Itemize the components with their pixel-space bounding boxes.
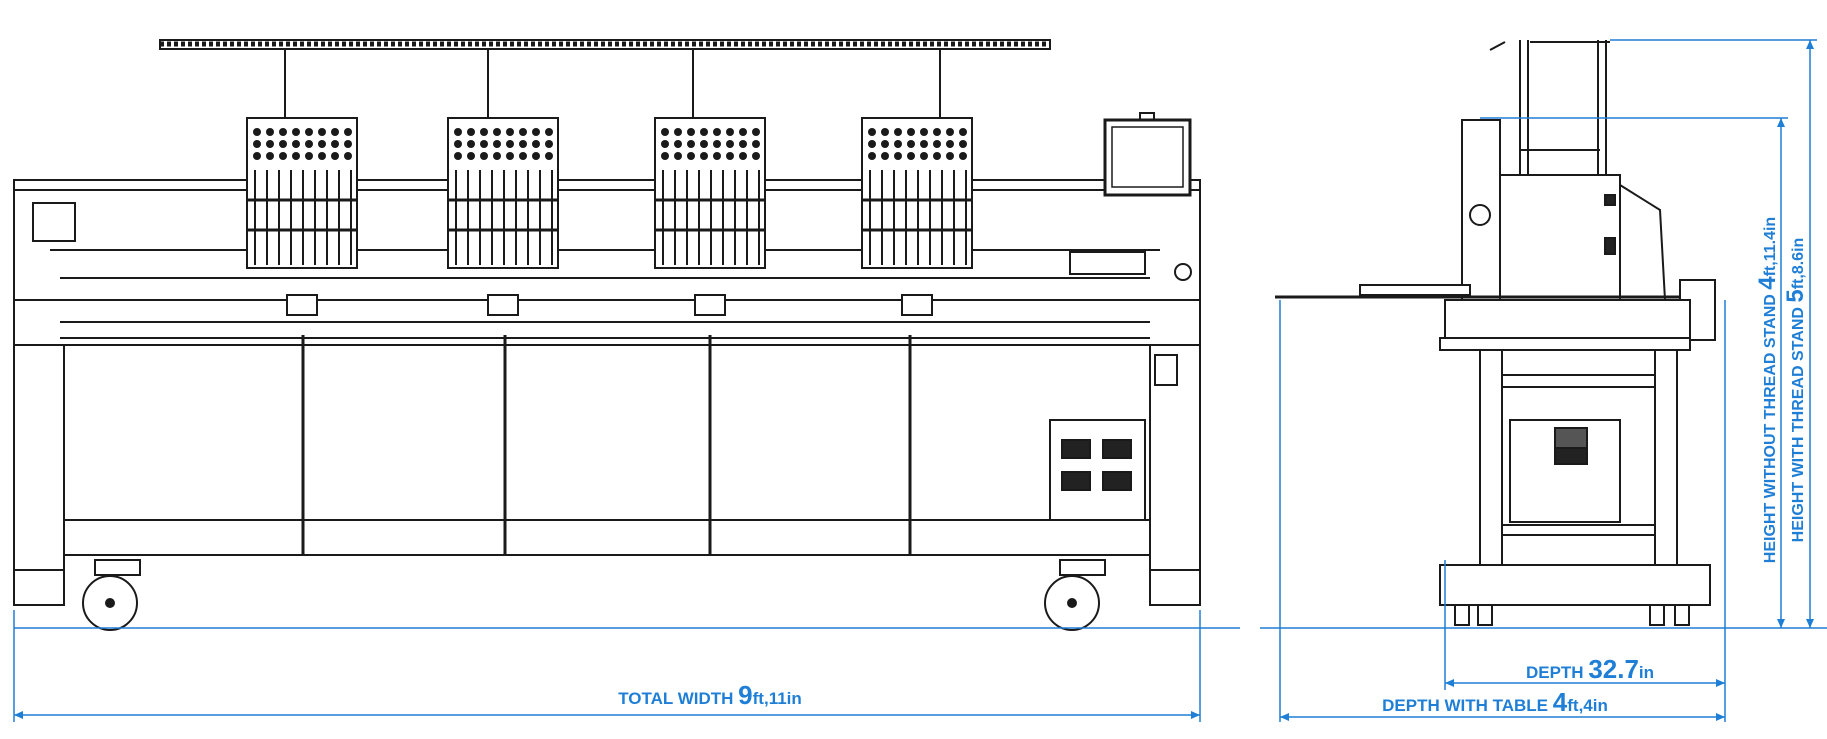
power-switch	[1174, 263, 1192, 281]
electrical-panel	[1049, 419, 1146, 521]
depth-arrow-left	[1445, 679, 1454, 687]
depth-label: DEPTH 32.7in	[1526, 654, 1654, 684]
height-without-stand-label: HEIGHT WITHOUT THREAD STAND 4ft,11.4in	[1754, 217, 1781, 563]
dimension-lines	[13, 39, 1827, 722]
caster-right	[1044, 559, 1106, 631]
embroidery-head-2	[447, 117, 559, 316]
caster-left	[82, 559, 141, 631]
support-rods	[301, 335, 912, 555]
side-view	[1275, 40, 1716, 626]
total-width-label: TOTAL WIDTH 9ft,11in	[618, 680, 802, 710]
depth-with-table-label: DEPTH WITH TABLE 4ft,4in	[1382, 687, 1608, 717]
height-with-arrow-top	[1806, 40, 1814, 49]
lower-frame	[13, 344, 1201, 606]
height-with-arrow-bottom	[1806, 619, 1814, 628]
embroidery-head-1	[246, 117, 358, 316]
embroidery-heads	[246, 117, 973, 316]
total-width-arrow-right	[1191, 711, 1200, 719]
side-thread-stand	[1489, 40, 1610, 175]
side-switch	[1154, 354, 1178, 386]
embroidery-head-3	[654, 117, 766, 316]
depth-table-arrow-right	[1716, 713, 1725, 721]
side-box	[32, 202, 76, 242]
right-cover	[1069, 251, 1146, 275]
side-stand	[1439, 337, 1711, 626]
control-panel-screen	[1103, 112, 1192, 197]
thread-stand-bar	[159, 39, 1051, 118]
side-head-housing	[1461, 119, 1667, 311]
embroidery-head-4	[861, 117, 973, 316]
machine-frame	[13, 179, 1201, 346]
height-without-arrow-bottom	[1777, 619, 1785, 628]
height-with-stand-label: HEIGHT WITH THREAD STAND 5ft,8.6in	[1782, 238, 1809, 543]
height-without-arrow-top	[1777, 118, 1785, 127]
front-view	[13, 39, 1201, 631]
total-width-arrow-left	[14, 711, 23, 719]
depth-table-arrow-left	[1280, 713, 1289, 721]
depth-arrow-right	[1716, 679, 1725, 687]
side-table	[1275, 279, 1716, 341]
